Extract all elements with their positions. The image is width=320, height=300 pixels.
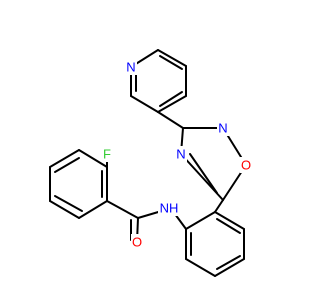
bond [54, 157, 80, 173]
atom-fluorine: F [101, 146, 113, 162]
atom-label-o-carbonyl: O [132, 235, 142, 250]
bond [159, 91, 183, 107]
bonds [49, 49, 247, 277]
bond [216, 255, 241, 270]
atom-n-oxadiazole-lower: N [175, 146, 187, 162]
bond [214, 211, 245, 230]
bond [216, 218, 241, 234]
atom-o-carbonyl: O [131, 234, 143, 250]
bond [130, 95, 159, 113]
bond [157, 111, 184, 129]
bond [159, 55, 183, 70]
atom-labels: N N O N F [101, 59, 252, 250]
atom-n-amide: NH [158, 200, 180, 216]
atom-label-o-oxadiazole: O [241, 158, 251, 173]
bond [214, 258, 245, 277]
molecule-diagram: N N O N F [49, 49, 252, 277]
atom-o-oxadiazole: O [240, 157, 252, 173]
atom-label-n-oxadiazole-lower: N [176, 147, 185, 162]
structure-drawing: N N O N F [49, 49, 252, 277]
bond [54, 195, 83, 212]
atom-n-oxadiazole-upper: N [217, 120, 229, 136]
atom-label-n-amide: NH [160, 201, 179, 216]
bond [78, 149, 108, 168]
bond [49, 149, 80, 168]
atom-label-n-oxadiazole-upper: N [218, 121, 227, 136]
bond [106, 200, 139, 219]
bond [49, 200, 80, 219]
bond [189, 153, 218, 194]
atom-label-n-pyridine: N [126, 60, 135, 75]
atom-label-fluorine: F [103, 147, 111, 162]
bond [185, 258, 216, 277]
bond [157, 95, 187, 113]
bond [185, 211, 216, 230]
bond [157, 49, 187, 67]
bond [214, 199, 224, 213]
atom-n-pyridine: N [125, 59, 137, 75]
bond [78, 200, 108, 219]
